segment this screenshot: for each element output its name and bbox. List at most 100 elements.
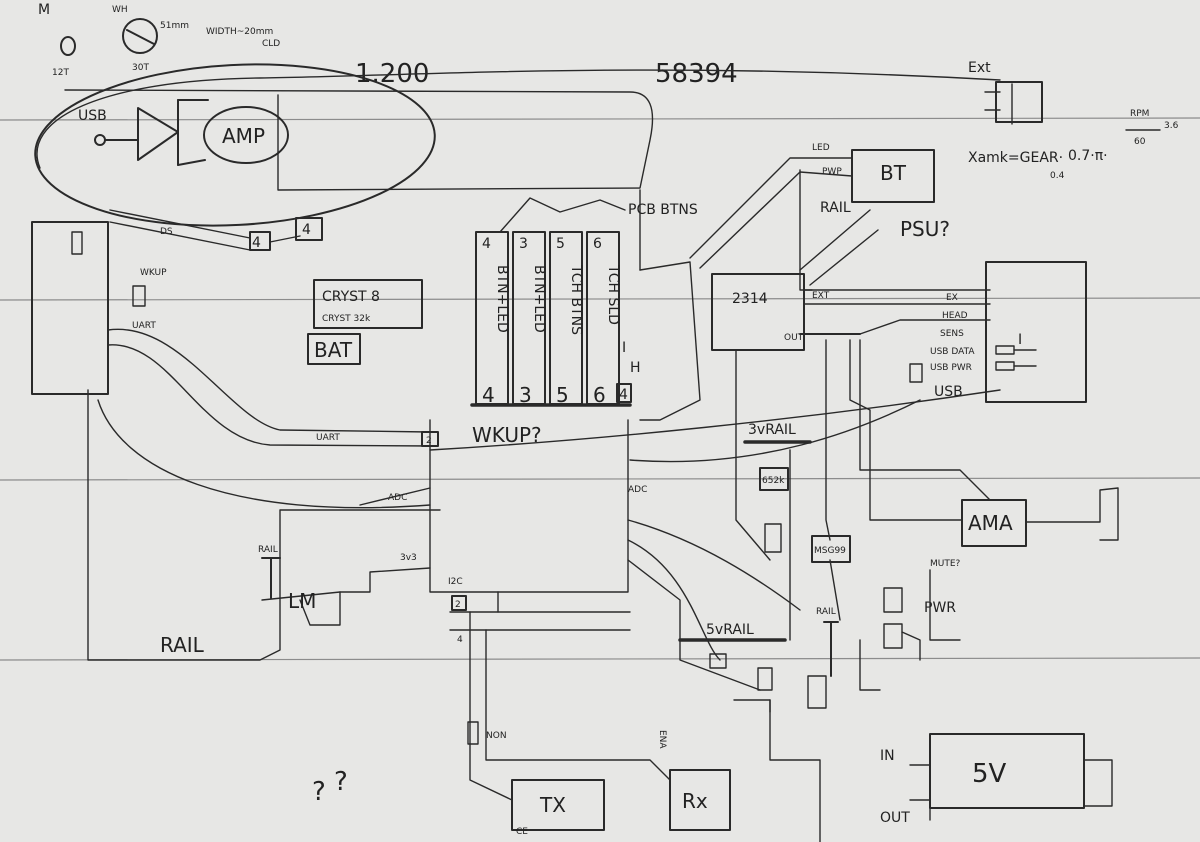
interconnect-wires <box>430 170 1000 842</box>
conn-usb-data: USB DATA <box>930 347 975 357</box>
lm-label: LM <box>288 589 316 613</box>
formula-36: 3.6 <box>1164 121 1179 131</box>
conn-ex: EX <box>946 293 958 303</box>
formula-04: 0.4 <box>1050 171 1065 181</box>
tx-label: TX <box>539 793 566 817</box>
svg-text:I: I <box>622 340 626 356</box>
diode-5v <box>710 654 726 668</box>
pcb-buttons-title: PCB BTNS <box>628 202 698 218</box>
transistor-3v <box>765 524 781 552</box>
svg-text:4: 4 <box>302 222 311 238</box>
label-51mm: 51mm <box>160 21 189 31</box>
gear-sketch: M 12T WH 30T 51mm WIDTH~20mm CLD <box>38 2 280 78</box>
label-30t: 30T <box>132 63 149 73</box>
out-5v-label: OUT <box>880 810 910 826</box>
svg-text:2: 2 <box>426 436 432 446</box>
amp-label: AMP <box>222 124 265 148</box>
conn-i: I <box>1018 332 1022 348</box>
svg-text:4: 4 <box>252 235 261 251</box>
pwr-switch-2 <box>884 624 902 648</box>
svg-text:5: 5 <box>556 236 565 252</box>
ext-switch <box>996 82 1042 122</box>
ce-label: CE <box>516 827 528 837</box>
button-column-3: 5 TCH BTNS 5 <box>550 232 584 407</box>
svg-text:3: 3 <box>519 383 532 407</box>
5v-module <box>930 734 1084 808</box>
rail-outline <box>88 390 440 660</box>
button-column-4: 6 TCH SLD 6 <box>587 232 621 407</box>
svg-text:BTN+LED: BTN+LED <box>531 265 547 333</box>
svg-text:2: 2 <box>455 600 461 610</box>
crystal-8: CRYST 8 <box>322 289 380 305</box>
ext-chip-label: EXT <box>812 291 830 301</box>
rail-label-bt: RAIL <box>820 200 851 216</box>
pwr-switch-1 <box>884 588 902 612</box>
svg-text:652k: 652k <box>762 476 785 486</box>
ribbon-cable <box>110 210 250 250</box>
resistor-5v <box>758 668 772 690</box>
in-label: IN <box>880 748 895 764</box>
usb-port-icon <box>95 135 105 145</box>
pwr-label: PWR <box>924 600 956 616</box>
label-cld: CLD <box>262 39 280 49</box>
conn-sens: SENS <box>940 329 964 339</box>
svg-text:BTN+LED: BTN+LED <box>494 265 510 333</box>
svg-text:MSG99: MSG99 <box>814 546 846 556</box>
left-resistor <box>72 232 82 254</box>
formula-60: 60 <box>1134 137 1146 147</box>
label-m: M <box>38 2 50 18</box>
rail-5v-label: 5vRAIL <box>706 622 754 638</box>
button-column-1: 4 BTN+LED 4 <box>476 232 510 407</box>
psu-label: PSU? <box>900 217 950 241</box>
button-column-2: 3 BTN+LED 3 <box>513 232 547 407</box>
wkup-label: WKUP <box>140 268 167 278</box>
label-wh: WH <box>112 5 128 15</box>
small-gear-icon <box>61 37 75 55</box>
rail-label-left: RAIL <box>258 545 278 555</box>
svg-text:H: H <box>630 360 641 376</box>
conn-usb-pwr: USB PWR <box>930 363 972 373</box>
uart-wire <box>108 329 430 432</box>
usb-label: USB <box>78 108 107 124</box>
mute-label: MUTE? <box>930 559 961 569</box>
rail-label-bottom: RAIL <box>160 633 205 657</box>
rx-label: Rx <box>682 789 708 813</box>
svg-text:6: 6 <box>593 383 606 407</box>
5v-label: 5V <box>972 759 1007 789</box>
ext-label: Ext <box>968 60 991 76</box>
v3v3-label: 3v3 <box>400 553 417 563</box>
svg-text:TCH BTNS: TCH BTNS <box>568 264 584 335</box>
crystal-32k: CRYST 32k <box>322 314 371 324</box>
mcu-uart-label: UART <box>316 433 340 443</box>
uart-label: UART <box>132 321 156 331</box>
wkup-resistor <box>133 286 145 306</box>
non-label: NON <box>486 731 507 741</box>
svg-text:5: 5 <box>556 383 569 407</box>
number-58394: 58394 <box>655 59 738 89</box>
usb-resistor <box>910 364 922 382</box>
bt-label: BT <box>880 161 907 185</box>
chip-label: 2314 <box>732 291 768 307</box>
adc-right-label: ADC <box>628 485 647 495</box>
label-width: WIDTH~20mm <box>206 27 273 37</box>
right-connector-board <box>986 262 1086 402</box>
speaker-icon <box>105 100 178 165</box>
i2c-label: I2C <box>448 577 463 587</box>
enclosure-outline <box>65 90 653 190</box>
label-12t: 12T <box>52 68 69 78</box>
svg-text:4: 4 <box>482 236 491 252</box>
formula-x: Xamk=GEAR· <box>968 150 1063 166</box>
battery-label: BAT <box>314 338 353 362</box>
rail-3v-label: 3vRAIL <box>748 422 796 438</box>
svg-text:TCH SLD: TCH SLD <box>605 264 621 325</box>
formula-rpm: RPM <box>1130 109 1149 119</box>
left-board <box>32 222 108 394</box>
ena-label: ENA <box>657 730 667 749</box>
svg-text:6: 6 <box>593 236 602 252</box>
ama-label: AMA <box>968 511 1013 535</box>
svg-text:4: 4 <box>457 635 463 645</box>
question-mark-1: ? <box>312 777 326 807</box>
formula-rest: 0.7·π· <box>1068 148 1108 164</box>
